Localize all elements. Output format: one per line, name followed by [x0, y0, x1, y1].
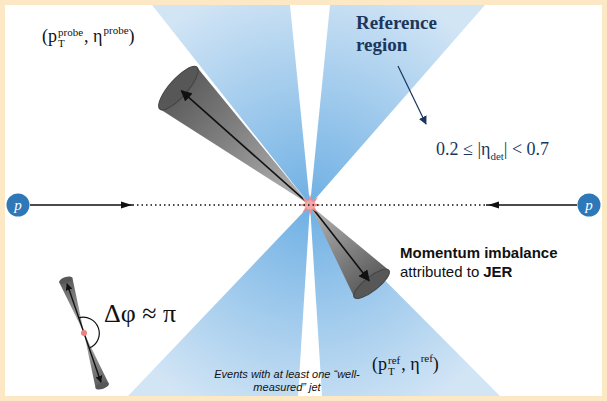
probe-jet-kinematics-part: (p	[42, 26, 57, 46]
reference-region-wedges	[128, 5, 500, 396]
beam-line	[30, 204, 577, 205]
probe-jet-kinematics-text: (p	[42, 26, 57, 46]
reference-jet-kinematics-text: , η	[401, 354, 419, 374]
probe-jet-kinematics-part: probe	[103, 24, 128, 36]
proton-label: p	[585, 198, 593, 213]
jet-cone	[77, 331, 108, 389]
eta-range-text: 0.2 ≤ |η	[436, 139, 490, 159]
reference-region-title-part: Reference region	[356, 12, 437, 55]
probe-jet-kinematics: (pTprobe, ηprobe)	[42, 24, 135, 49]
probe-jet-kinematics-part: Tprobe	[58, 27, 83, 49]
reference-jet-kinematics-text: (p	[372, 354, 387, 374]
reference-region-title: Reference region	[356, 12, 486, 56]
reference-region-title-text: Reference region	[356, 12, 437, 55]
jet-cap	[58, 275, 73, 285]
probe-jet-kinematics-part: , η	[84, 26, 102, 46]
event-selection-note-text: Events with at least one “well-measured”…	[214, 368, 360, 393]
proton-circle: p	[6, 193, 30, 217]
eta-range: 0.2 ≤ |ηdet| < 0.7	[436, 138, 549, 164]
superscript: probe	[103, 24, 128, 36]
imbalance-note-part: Momentum imbalance	[400, 244, 558, 263]
reference-jet-kinematics-part: , η	[401, 354, 419, 374]
reference-jet	[293, 191, 394, 302]
imbalance-note-text: attributed to	[400, 263, 479, 280]
imbalance-note: Momentum imbalance attributed toJER	[400, 244, 558, 282]
reference-jet-kinematics-part: )	[433, 354, 439, 374]
subscript: T	[388, 366, 400, 377]
delta-phi: Δφ ≈ π	[104, 298, 176, 331]
proton-label: p	[14, 198, 22, 213]
subscript: T	[58, 38, 83, 49]
angle-arc	[79, 317, 99, 348]
reference-jet-kinematics: (pTref, ηref)	[372, 352, 439, 377]
proton-circle: p	[577, 193, 601, 217]
imbalance-note-text: JER	[483, 263, 512, 280]
reference-jet-kinematics-part: (p	[372, 354, 387, 374]
jet-momentum-arrow	[84, 334, 101, 382]
inset-vertex	[81, 330, 87, 336]
probe-jet-kinematics-part: )	[129, 26, 135, 46]
jet-cap	[350, 265, 393, 303]
jet-momentum-arrow	[67, 284, 84, 332]
probe-jet-kinematics-text: , η	[84, 26, 102, 46]
event-selection-note-part: Events with at least one “well-measured”…	[214, 368, 360, 393]
jet-cap	[153, 61, 204, 115]
reference-jet-kinematics-part: Tref	[388, 355, 400, 377]
jet-momentum-arrow	[181, 91, 308, 204]
inset-jet	[77, 331, 109, 391]
jet-cap	[95, 381, 110, 391]
superscript: ref	[421, 352, 433, 364]
circle-fill	[7, 194, 30, 217]
subscript: det	[490, 150, 503, 162]
superscript: ref	[388, 355, 400, 366]
eta-range-part: 0.2 ≤ |η	[436, 139, 490, 159]
superscript: probe	[58, 27, 83, 38]
leader-arrow	[398, 66, 426, 124]
probe-jet-kinematics-text: )	[129, 26, 135, 46]
reference-jet-kinematics-text: )	[433, 354, 439, 374]
eta-range-text: | < 0.7	[504, 139, 549, 159]
event-selection-note: Events with at least one “well-measured”…	[212, 368, 362, 394]
jet-cone	[59, 278, 90, 336]
circle-fill	[578, 194, 601, 217]
delta-phi-text: Δφ ≈ π	[104, 299, 176, 328]
eta-range-part: | < 0.7	[504, 139, 549, 159]
reference-jet-kinematics-part: ref	[421, 352, 433, 364]
inset-jet	[58, 275, 90, 335]
imbalance-note-part: JER	[483, 263, 512, 280]
delta-phi-part: Δφ ≈ π	[104, 299, 176, 328]
dijet-inset	[58, 275, 110, 391]
imbalance-note-text: Momentum imbalance	[400, 244, 558, 261]
eta-wedge	[310, 5, 485, 205]
imbalance-note-part: attributed to	[400, 263, 479, 280]
jet-momentum-arrow	[311, 207, 369, 281]
probe-jet	[153, 61, 329, 226]
eta-range-part: det	[490, 150, 503, 162]
white-panel	[5, 5, 602, 396]
